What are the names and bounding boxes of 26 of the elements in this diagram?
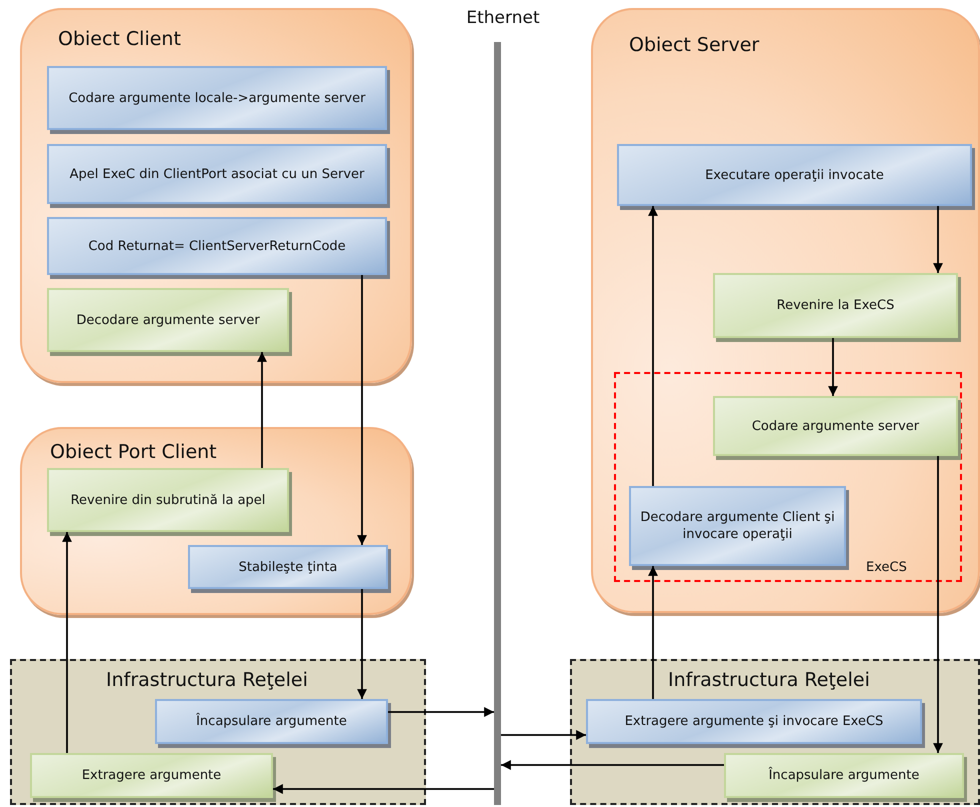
arrow [257, 352, 267, 468]
arrow [933, 456, 943, 753]
container-title: Infrastructura Reţelei [106, 669, 308, 691]
bus-label: Ethernet [465, 8, 541, 28]
arrow [357, 275, 367, 545]
container-title: Obiect Port Client [50, 441, 217, 463]
arrow [273, 784, 494, 794]
arrow [62, 532, 72, 753]
container-title: ExeCS [866, 560, 907, 575]
arrow [648, 206, 658, 486]
container-title: Obiect Server [629, 34, 760, 56]
arrow [828, 338, 838, 396]
arrow [501, 760, 724, 770]
network-infrastructure-area [10, 659, 426, 805]
arrow [357, 589, 367, 699]
network-infrastructure-area [570, 659, 980, 805]
dashed-group-frame [614, 372, 962, 582]
object-container [20, 427, 412, 615]
object-container [591, 8, 980, 613]
arrow [388, 707, 494, 717]
container-title: Infrastructura Reţelei [668, 669, 870, 691]
arrow [501, 730, 586, 740]
container-title: Obiect Client [58, 28, 181, 50]
arrow [648, 566, 658, 699]
object-container [20, 8, 412, 383]
arrow [933, 206, 943, 273]
